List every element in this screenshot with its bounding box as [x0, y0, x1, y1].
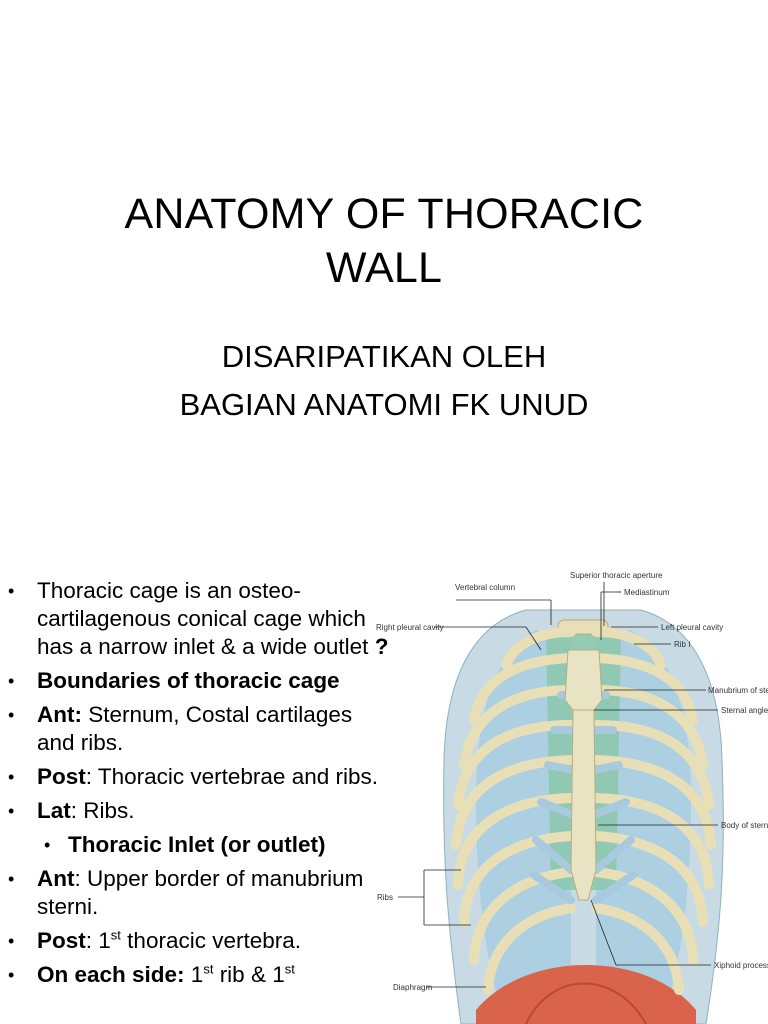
label-left-pleural: Left pleural cavity — [661, 623, 723, 632]
title-slide: ANATOMY OF THORACIC WALL DISARIPATIKAN O… — [0, 187, 768, 429]
label-body-sternum: Body of sternum — [721, 821, 768, 830]
bullet-item: •On each side: 1st rib & 1st — [8, 961, 295, 987]
label-manubrium: Manubrium of sternum — [708, 686, 768, 695]
bullet-item: •Ant: Upper border of manubrium sterni. — [8, 866, 364, 919]
label-rib-1: Rib I — [674, 640, 690, 649]
diaphragm-shape — [476, 965, 696, 1024]
bullet-subheading: •Thoracic Inlet (or outlet) — [44, 832, 326, 857]
slide-title: ANATOMY OF THORACIC WALL — [0, 187, 768, 295]
bullet-item: •Ant: Sternum, Costal cartilages and rib… — [8, 702, 353, 755]
label-ribs: Ribs — [377, 893, 393, 902]
bullet-item: •Post: 1st thoracic vertebra. — [8, 927, 301, 953]
title-line-1: ANATOMY OF THORACIC — [124, 190, 644, 238]
label-sternal-angle: Sternal angle — [721, 706, 768, 715]
title-line-2: WALL — [325, 244, 443, 292]
bullet-item: •Boundaries of thoracic cage — [8, 668, 340, 693]
label-superior-aperture: Superior thoracic aperture — [570, 571, 663, 580]
label-diaphragm: Diaphragm — [393, 983, 432, 992]
label-right-pleural: Right pleural cavity — [376, 623, 444, 632]
bullet-item: •Post: Thoracic vertebrae and ribs. — [8, 764, 378, 789]
sternum-shape — [564, 649, 603, 901]
label-mediastinum: Mediastinum — [624, 588, 670, 597]
bullet-item: •Thoracic cage is an osteo-cartilagenous… — [8, 578, 389, 659]
subtitle-line-2: BAGIAN ANATOMI FK UNUD — [179, 387, 589, 422]
bullet-list: •Thoracic cage is an osteo-cartilagenous… — [0, 577, 390, 995]
label-vertebral-column: Vertebral column — [455, 583, 515, 592]
subtitle-line-1: DISARIPATIKAN OLEH — [221, 339, 547, 374]
content-slide: •Thoracic cage is an osteo-cartilagenous… — [0, 545, 768, 1024]
bullet-item: •Lat: Ribs. — [8, 798, 135, 823]
label-xiphoid: Xiphoid process — [714, 961, 768, 970]
slide-subtitle: DISARIPATIKAN OLEH BAGIAN ANATOMI FK UNU… — [0, 333, 768, 429]
thoracic-cage-illustration: Vertebral column Superior thoracic apert… — [376, 571, 768, 1024]
